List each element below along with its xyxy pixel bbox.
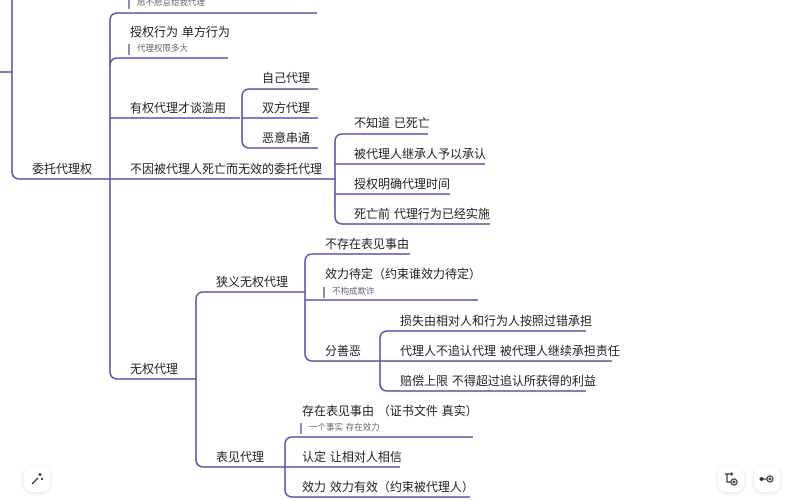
node-unauthorized[interactable]: 无权代理 (130, 362, 179, 376)
node-authorization[interactable]: 授权行为 单方行为 (130, 25, 230, 39)
node-collusion[interactable]: 恶意串通 (262, 131, 311, 145)
node-good-bad-faith[interactable]: 分善恶 (325, 344, 362, 358)
node-compensation-cap[interactable]: 赔偿上限 不得超过追认所获得的利益 (400, 374, 596, 388)
connect-button[interactable] (754, 466, 780, 492)
top-note: 愿不愿意给我代理 (128, 0, 205, 9)
node-no-appearance[interactable]: 不存在表见事由 (325, 237, 410, 251)
node-abuse[interactable]: 有权代理才谈滥用 (130, 101, 227, 115)
node-dual-agency[interactable]: 双方代理 (262, 101, 311, 115)
node-root[interactable]: 委托代理权 (32, 162, 93, 176)
node-no-ratification[interactable]: 代理人不追认代理 被代理人继续承担责任 (400, 344, 620, 358)
node-narrow-unauthorized[interactable]: 狭义无权代理 (216, 275, 289, 289)
node-apparent-agency[interactable]: 表见代理 (216, 450, 265, 464)
node-self-agency[interactable]: 自己代理 (262, 71, 311, 85)
node-recognition[interactable]: 认定 让相对人相信 (302, 450, 402, 464)
note-authorization: 代理权限多大 (128, 44, 188, 55)
node-executed-before-death[interactable]: 死亡前 代理行为已经实施 (354, 207, 490, 221)
node-heir-approval[interactable]: 被代理人继承人予以承认 (354, 147, 487, 161)
magic-wand-icon (31, 473, 43, 485)
magic-wand-button[interactable] (24, 466, 50, 492)
node-loss-by-fault[interactable]: 损失由相对人和行为人按照过错承担 (400, 314, 593, 328)
node-validity[interactable]: 效力 效力有效（约束被代理人） (302, 480, 474, 494)
node-time-specified[interactable]: 授权明确代理时间 (354, 177, 451, 191)
note-appearance-cause: 一个事实 存在效力 (300, 423, 380, 434)
node-pending-validity[interactable]: 效力待定（约束谁效力待定） (325, 267, 482, 281)
layout-button[interactable] (718, 466, 744, 492)
note-pending-validity: 不构成欺诈 (323, 287, 375, 298)
node-appearance-cause[interactable]: 存在表见事由 （证书文件 真实） (302, 404, 478, 418)
connect-icon (759, 475, 774, 483)
node-unaware-death[interactable]: 不知道 已死亡 (354, 116, 430, 130)
node-death-exception[interactable]: 不因被代理人死亡而无效的委托代理 (130, 162, 323, 176)
layout-icon (725, 472, 738, 486)
